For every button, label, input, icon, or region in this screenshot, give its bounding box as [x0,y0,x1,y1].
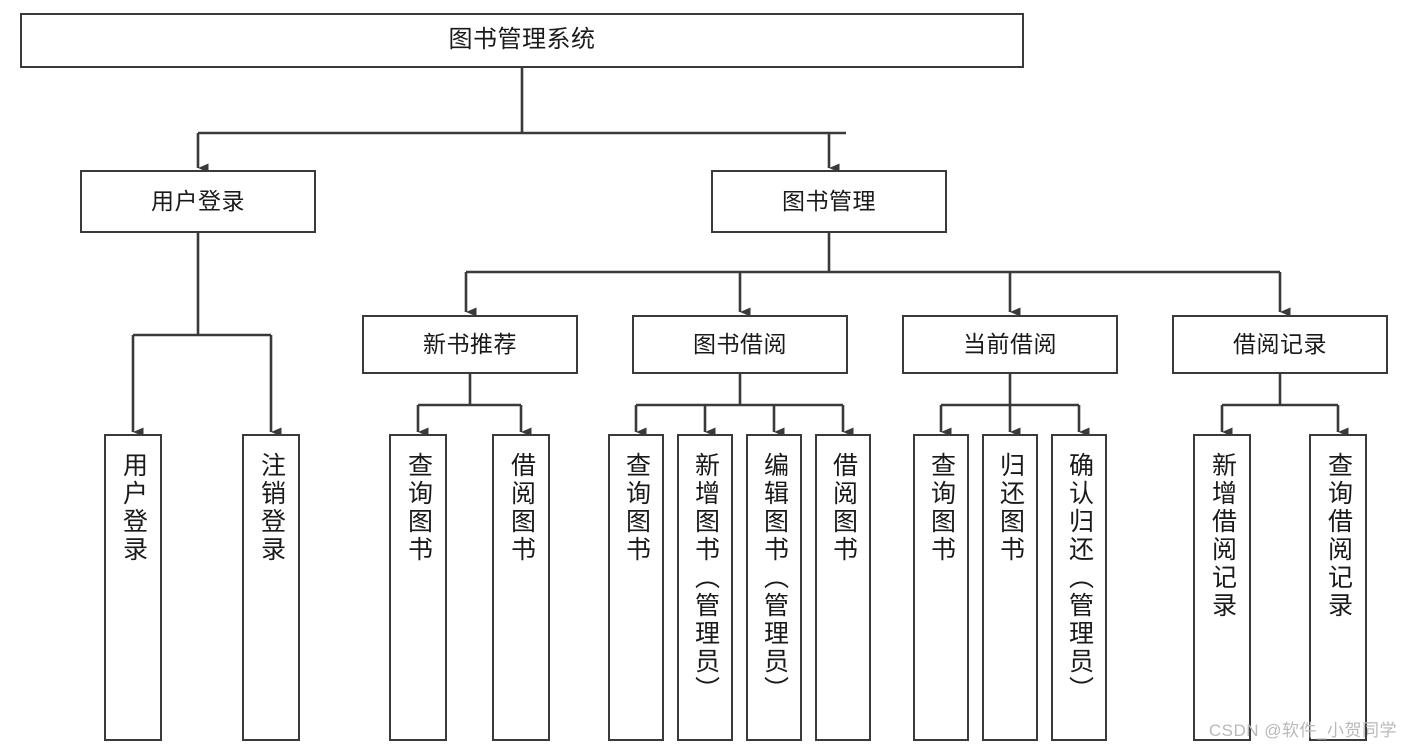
leaf-query-book-borrow[interactable]: 查询图书 [608,434,664,741]
node-new-book-recommend[interactable]: 新书推荐 [362,315,578,374]
node-label: 新增图书（管理员） [691,452,720,704]
node-borrow-record[interactable]: 借阅记录 [1172,315,1388,374]
node-label: 查询图书 [927,452,956,564]
node-label: 查询图书 [622,452,651,564]
leaf-edit-book-admin[interactable]: 编辑图书（管理员） [746,434,802,741]
node-label: 查询借阅记录 [1324,452,1353,620]
leaf-add-borrow-record[interactable]: 新增借阅记录 [1193,434,1251,741]
node-label: 借阅图书 [829,452,858,564]
node-label: 注销登录 [257,452,286,564]
node-label: 查询图书 [404,452,433,564]
csdn-watermark: CSDN @软件_小贺同学 [1208,721,1397,740]
node-label: 归还图书 [996,452,1025,564]
node-label: 用户登录 [119,452,148,564]
node-label: 新书推荐 [423,330,517,357]
leaf-query-book-recommend[interactable]: 查询图书 [389,434,447,741]
leaf-query-borrow-record[interactable]: 查询借阅记录 [1309,434,1367,741]
leaf-borrow-book-recommend[interactable]: 借阅图书 [492,434,550,741]
node-root-system[interactable]: 图书管理系统 [20,13,1024,68]
leaf-user-logout[interactable]: 注销登录 [242,434,300,741]
node-label: 确认归还（管理员） [1065,452,1094,704]
leaf-add-book-admin[interactable]: 新增图书（管理员） [677,434,733,741]
node-label: 图书管理系统 [448,26,596,54]
node-label: 借阅记录 [1233,330,1327,357]
node-book-borrow[interactable]: 图书借阅 [632,315,848,374]
node-label: 用户登录 [151,187,245,214]
node-label: 编辑图书（管理员） [760,452,789,704]
node-label: 当前借阅 [963,330,1057,357]
node-book-management[interactable]: 图书管理 [711,170,947,233]
node-current-borrow[interactable]: 当前借阅 [902,315,1118,374]
node-label: 借阅图书 [507,452,536,564]
node-label: 图书借阅 [693,330,787,357]
node-label: 新增借阅记录 [1208,452,1237,620]
leaf-return-book[interactable]: 归还图书 [982,434,1038,741]
leaf-query-book-current[interactable]: 查询图书 [913,434,969,741]
leaf-user-login[interactable]: 用户登录 [104,434,162,741]
leaf-borrow-book[interactable]: 借阅图书 [815,434,871,741]
node-user-login[interactable]: 用户登录 [80,170,316,233]
node-label: 图书管理 [782,187,876,214]
leaf-confirm-return-admin[interactable]: 确认归还（管理员） [1051,434,1107,741]
